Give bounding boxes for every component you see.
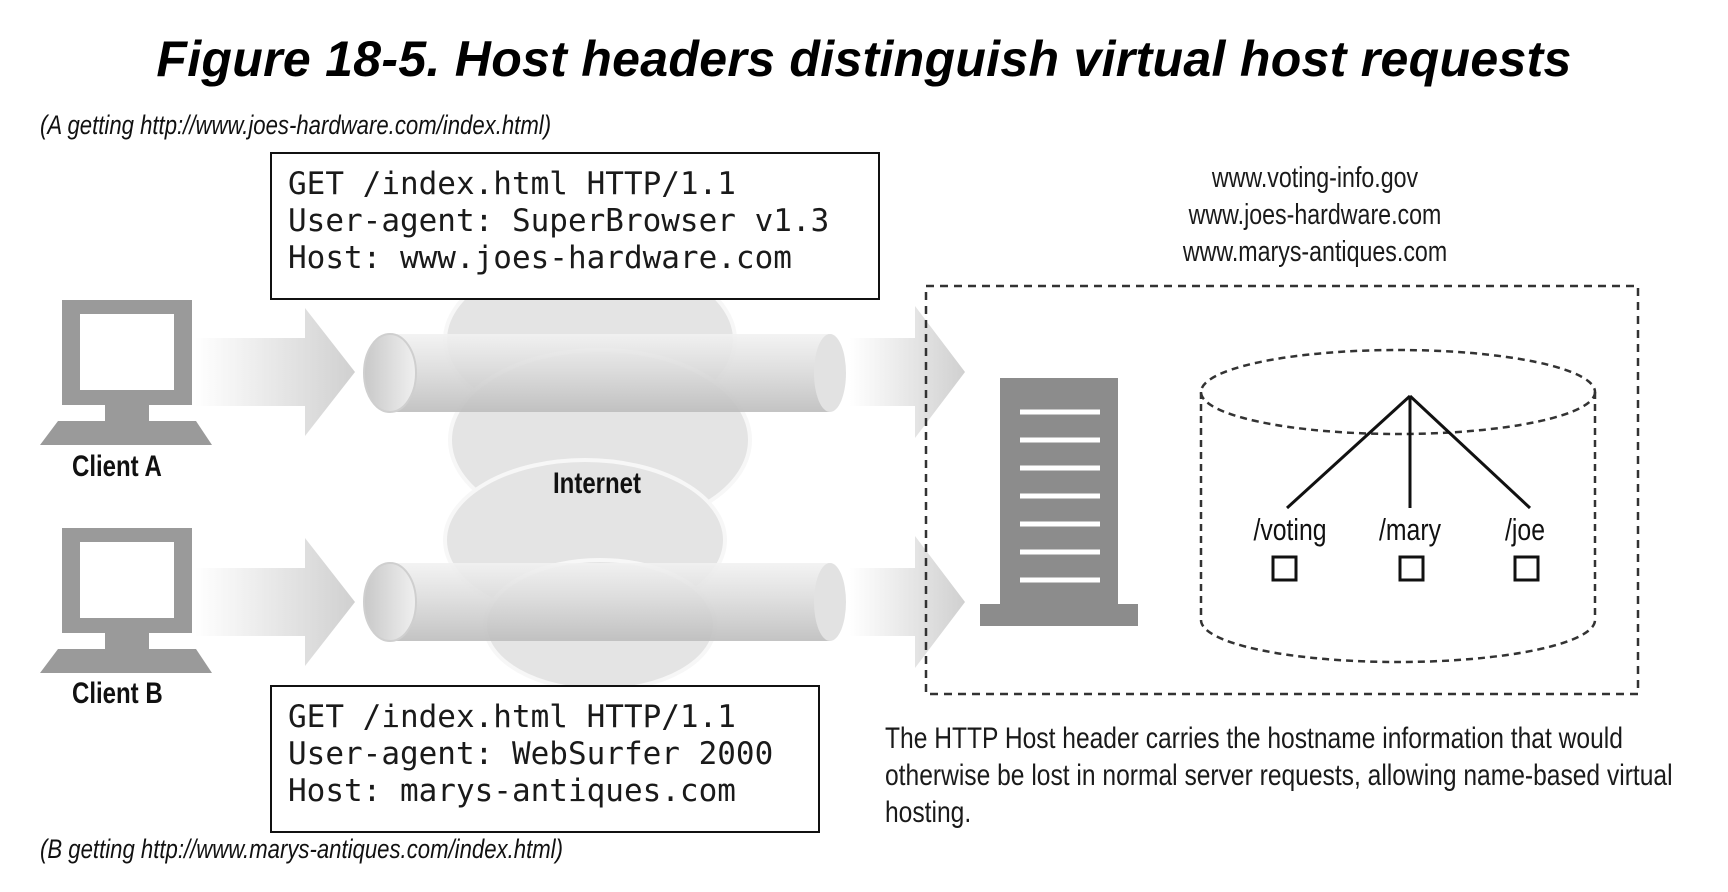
request-b-line-3: Host: marys-antiques.com bbox=[288, 773, 736, 809]
request-b-box: GET /index.html HTTP/1.1 User-agent: Web… bbox=[270, 685, 820, 833]
request-a-line-3: Host: www.joes-hardware.com bbox=[288, 240, 792, 276]
figure-title: Figure 18-5. Host headers distinguish vi… bbox=[156, 31, 1572, 87]
request-a-line-1: GET /index.html HTTP/1.1 bbox=[288, 166, 736, 202]
virtual-hosts-list: www.voting-info.gov www.joes-hardware.co… bbox=[1127, 160, 1503, 271]
request-a-line-2: User-agent: SuperBrowser v1.3 bbox=[288, 203, 830, 239]
arrow-client-b-icon bbox=[195, 538, 355, 666]
directory-label-mary: /mary bbox=[1379, 512, 1441, 547]
client-b-computer-icon bbox=[40, 528, 212, 673]
pipe-b-icon bbox=[363, 562, 846, 642]
host-marys-antiques: www.marys-antiques.com bbox=[1182, 236, 1448, 268]
arrow-to-server-b-icon bbox=[850, 536, 965, 668]
diagram-description: The HTTP Host header carries the hostnam… bbox=[885, 722, 1673, 829]
directory-tree-icon bbox=[1285, 394, 1532, 510]
file-mary-icon bbox=[1398, 555, 1425, 582]
request-a-box: GET /index.html HTTP/1.1 User-agent: Sup… bbox=[270, 152, 880, 300]
directory-label-joe: /joe bbox=[1505, 512, 1545, 547]
client-b-label: Client B bbox=[72, 677, 163, 710]
client-a-label: Client A bbox=[72, 450, 162, 483]
request-b-line-2: User-agent: WebSurfer 2000 bbox=[288, 736, 774, 772]
caption-client-b: (B getting http://www.marys-antiques.com… bbox=[40, 834, 563, 864]
document-store-icon bbox=[1199, 348, 1597, 664]
internet-label: Internet bbox=[553, 467, 642, 500]
host-voting-info: www.voting-info.gov bbox=[1211, 162, 1419, 194]
request-b-line-1: GET /index.html HTTP/1.1 bbox=[288, 699, 736, 735]
caption-client-a: (A getting http://www.joes-hardware.com/… bbox=[40, 110, 552, 140]
arrow-to-server-a-icon bbox=[850, 306, 965, 438]
client-a-computer-icon bbox=[40, 300, 212, 445]
directory-label-voting: /voting bbox=[1253, 512, 1327, 547]
server-icon bbox=[980, 378, 1138, 626]
file-voting-icon bbox=[1271, 555, 1298, 582]
file-joe-icon bbox=[1513, 555, 1540, 582]
arrow-client-a-icon bbox=[195, 308, 355, 436]
host-joes-hardware: www.joes-hardware.com bbox=[1188, 199, 1442, 231]
virtual-host-boundary bbox=[924, 284, 1640, 696]
pipe-a-icon bbox=[363, 333, 846, 413]
